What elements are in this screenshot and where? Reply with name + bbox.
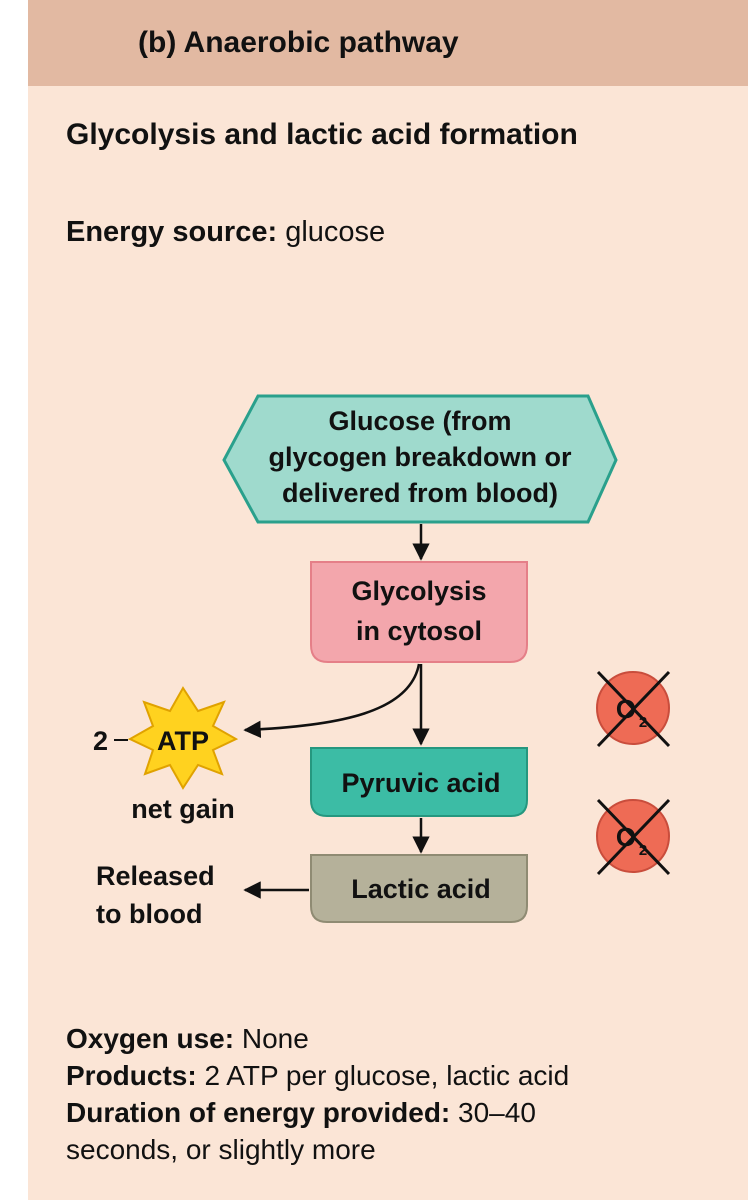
duration-value: 30–40 bbox=[458, 1097, 536, 1128]
glycolysis-node: Glycolysis in cytosol bbox=[310, 561, 528, 663]
oxygen-use-value: None bbox=[241, 1023, 309, 1054]
oxygen-use-line: Oxygen use: None bbox=[66, 1020, 569, 1057]
atp-starburst-icon bbox=[127, 686, 239, 790]
duration-line: Duration of energy provided: 30–40 bbox=[66, 1094, 569, 1131]
released-line-2: to blood bbox=[96, 899, 202, 929]
products-line: Products: 2 ATP per glucose, lactic acid bbox=[66, 1057, 569, 1094]
atp-net-gain: net gain bbox=[131, 794, 235, 824]
pyruvic-box bbox=[310, 747, 528, 817]
glucose-line-2: glycogen breakdown or bbox=[268, 442, 572, 472]
products-value: 2 ATP per glucose, lactic acid bbox=[204, 1060, 570, 1091]
pathway-subtitle: Glycolysis and lactic acid formation bbox=[66, 118, 578, 151]
pyruvic-node: Pyruvic acid bbox=[310, 747, 528, 817]
atp-label: ATP bbox=[157, 726, 209, 756]
energy-source-value: glucose bbox=[285, 216, 386, 248]
atp-node: 2 ATP net gain bbox=[93, 686, 239, 824]
lactic-box bbox=[310, 854, 528, 923]
lactic-node: Lactic acid bbox=[310, 854, 528, 923]
pathway-summary: Oxygen use: None Products: 2 ATP per glu… bbox=[66, 1020, 569, 1168]
arrow-glycolysis-to-atp bbox=[243, 663, 421, 739]
lactic-label: Lactic acid bbox=[351, 874, 491, 904]
released-line-1: Released bbox=[96, 861, 215, 891]
oxygen-letter: O bbox=[616, 694, 636, 724]
products-label: Products: bbox=[66, 1060, 197, 1091]
oxygen-letter: O bbox=[616, 822, 636, 852]
glucose-line-1: Glucose (from bbox=[328, 406, 511, 436]
panel-title: (b) Anaerobic pathway bbox=[138, 26, 459, 59]
atp-count: 2 bbox=[93, 726, 108, 756]
oxygen-use-label: Oxygen use: bbox=[66, 1023, 235, 1054]
glycolysis-line-2: in cytosol bbox=[356, 616, 482, 646]
oxygen-subscript: 2 bbox=[639, 842, 647, 859]
glucose-hexagon bbox=[222, 394, 618, 524]
no-oxygen-icon: O 2 bbox=[596, 670, 671, 748]
header-bar bbox=[28, 0, 748, 86]
duration-label: Duration of energy provided: bbox=[66, 1097, 451, 1128]
glycolysis-box bbox=[310, 561, 528, 663]
pathway-diagram: Glucose (from glycogen breakdown or deli… bbox=[93, 394, 671, 929]
glucose-node: Glucose (from glycogen breakdown or deli… bbox=[222, 394, 618, 524]
duration-continuation: seconds, or slightly more bbox=[66, 1134, 376, 1165]
energy-source: Energy source: glucose bbox=[66, 216, 385, 249]
energy-source-label: Energy source: bbox=[66, 216, 278, 248]
oxygen-subscript: 2 bbox=[639, 714, 647, 731]
pyruvic-label: Pyruvic acid bbox=[341, 768, 500, 798]
glycolysis-line-1: Glycolysis bbox=[351, 576, 486, 606]
no-oxygen-icon: O 2 bbox=[596, 798, 671, 876]
glucose-line-3: delivered from blood) bbox=[282, 478, 558, 508]
